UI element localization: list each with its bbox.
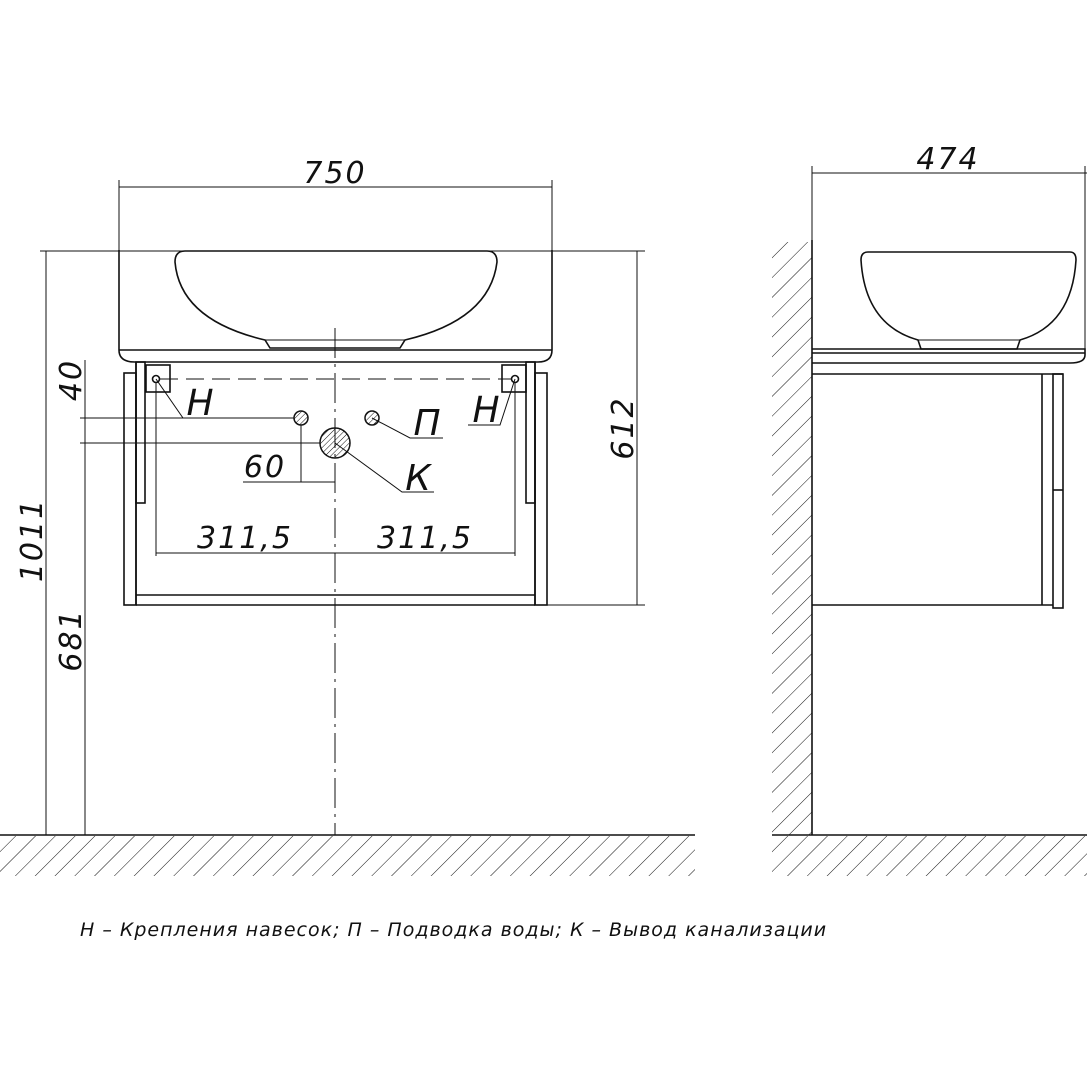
basin	[174, 250, 498, 349]
countertop	[118, 250, 553, 363]
label-hanger-right: Н	[472, 390, 499, 431]
basin-side	[860, 251, 1077, 350]
dim-width: 750	[118, 156, 553, 352]
dim-depth: 474	[916, 142, 979, 177]
countertop-side	[812, 348, 1086, 364]
label-hanger-left: Н	[186, 383, 213, 424]
label-water: П	[413, 403, 440, 444]
legend-caption: Н – Крепления навесок; П – Подводка воды…	[80, 919, 827, 941]
dim-drain-offset: 60	[244, 450, 286, 485]
dim-left-half: 311,5	[197, 521, 293, 556]
dim-width-label: 750	[303, 156, 366, 191]
hanger-hole-right	[510, 374, 520, 384]
front-view: 750	[0, 156, 695, 876]
side-view: 474	[772, 142, 1087, 876]
hanger-hole-left	[151, 374, 161, 384]
dim-floor-to-drain: 681	[54, 608, 89, 671]
dim-cabinet-height: 612	[606, 396, 641, 459]
dim-right-half: 311,5	[377, 521, 473, 556]
water-inlet-1	[293, 410, 309, 426]
dim-inlet-offset: 40	[54, 359, 89, 401]
dim-total-height: 1011	[15, 498, 50, 582]
label-drain: К	[405, 458, 432, 499]
drawer-front-side	[1052, 373, 1064, 609]
